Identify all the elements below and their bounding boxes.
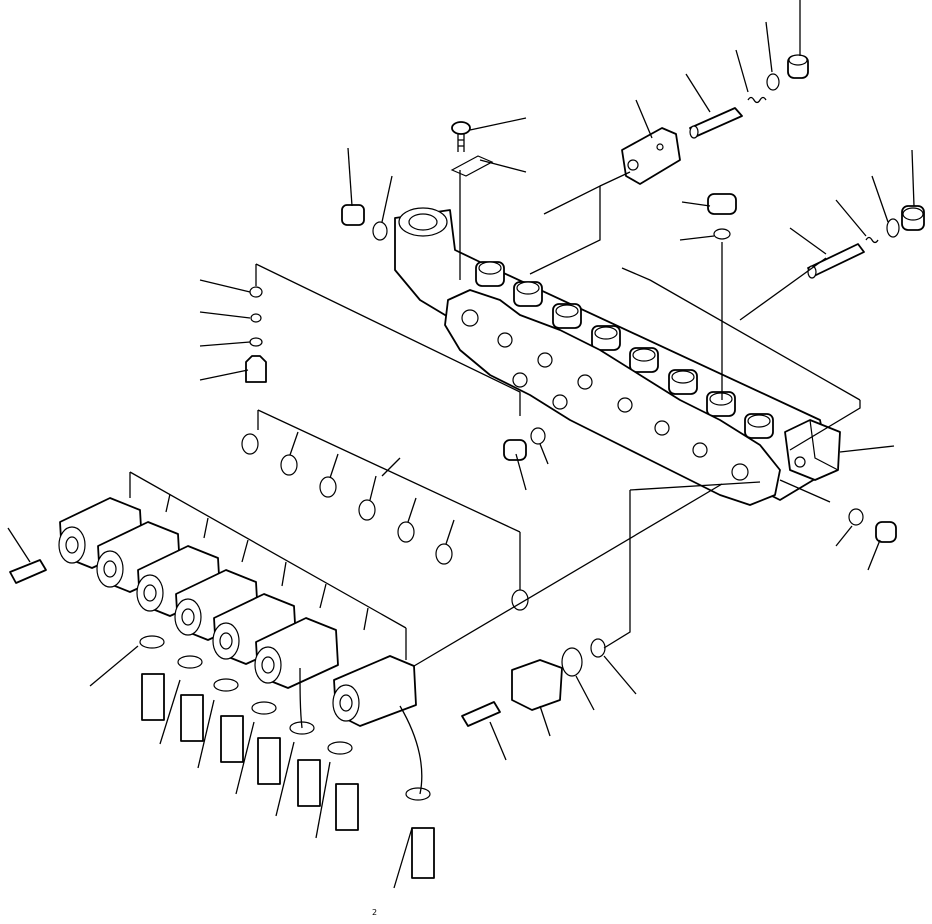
spring-right — [865, 236, 879, 244]
spool-valve-body — [621, 127, 681, 185]
bolt-lower — [461, 701, 501, 727]
valve-body-bosses — [475, 261, 774, 439]
plug-right — [901, 205, 925, 231]
solenoid-6 — [254, 617, 339, 689]
plug-center — [707, 193, 737, 240]
bolt-top — [451, 121, 471, 152]
connectors — [139, 635, 435, 879]
housing-plug — [341, 204, 388, 241]
solenoid-row — [58, 497, 417, 727]
spring — [747, 96, 767, 104]
gasket-plate-top — [450, 155, 494, 177]
bolt-left — [9, 559, 47, 584]
plug-upper-right — [787, 54, 809, 79]
o-ring-right — [886, 218, 900, 238]
o-ring-upper — [766, 73, 780, 91]
plug-lower-right — [848, 508, 897, 543]
plug-lower — [503, 427, 546, 461]
grouping-lines — [129, 170, 861, 667]
o-ring-row — [241, 433, 529, 611]
leader-lines — [7, 0, 915, 889]
solenoid-7 — [332, 655, 417, 727]
mounting-plate — [444, 289, 781, 506]
page-caption: 2 — [372, 908, 378, 917]
cover-plate — [511, 638, 606, 711]
spool — [689, 107, 743, 139]
small-parts-left — [245, 286, 267, 383]
end-cap-block — [784, 419, 841, 481]
spool-right — [807, 243, 865, 279]
